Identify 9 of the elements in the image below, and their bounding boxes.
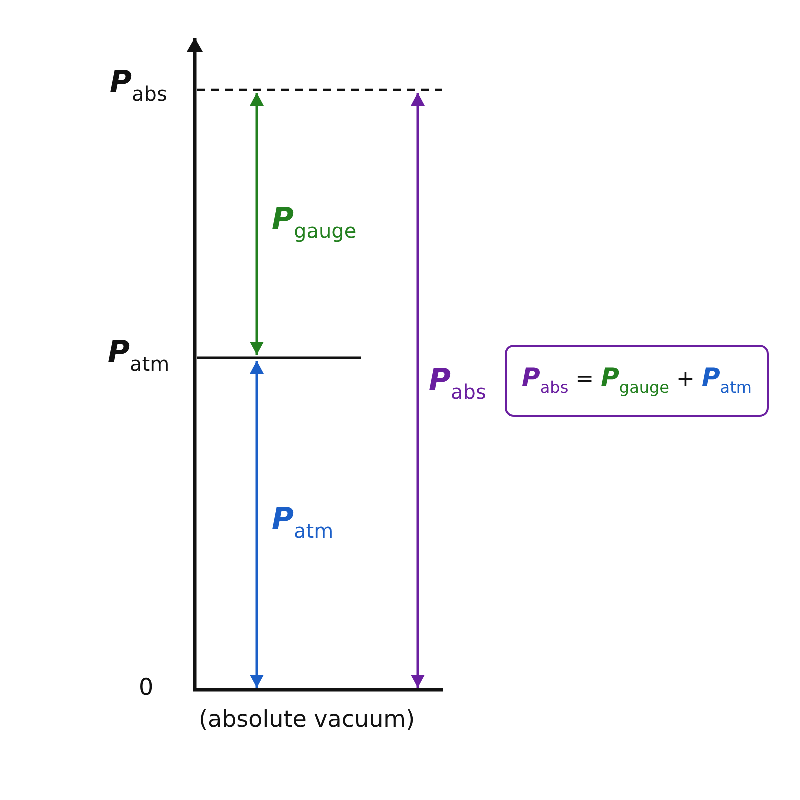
pressure-symbol: P$_{abs}$ [429, 366, 486, 403]
formula-text: P$_{abs}$ = P$_{gauge}$ + P$_{atm}$ [522, 365, 752, 397]
pressure-symbol: P$_{atm}$ [108, 338, 170, 375]
pressure-symbol: P$_{abs}$ [110, 68, 168, 105]
pressure-symbol: P$_{gauge}$ [272, 205, 357, 242]
pressure-symbol: P$_{atm}$ [272, 505, 334, 542]
axis-caption: (absolute vacuum) [199, 709, 416, 732]
axis-tick-label: 0 [139, 677, 154, 700]
formula-box [505, 345, 769, 417]
